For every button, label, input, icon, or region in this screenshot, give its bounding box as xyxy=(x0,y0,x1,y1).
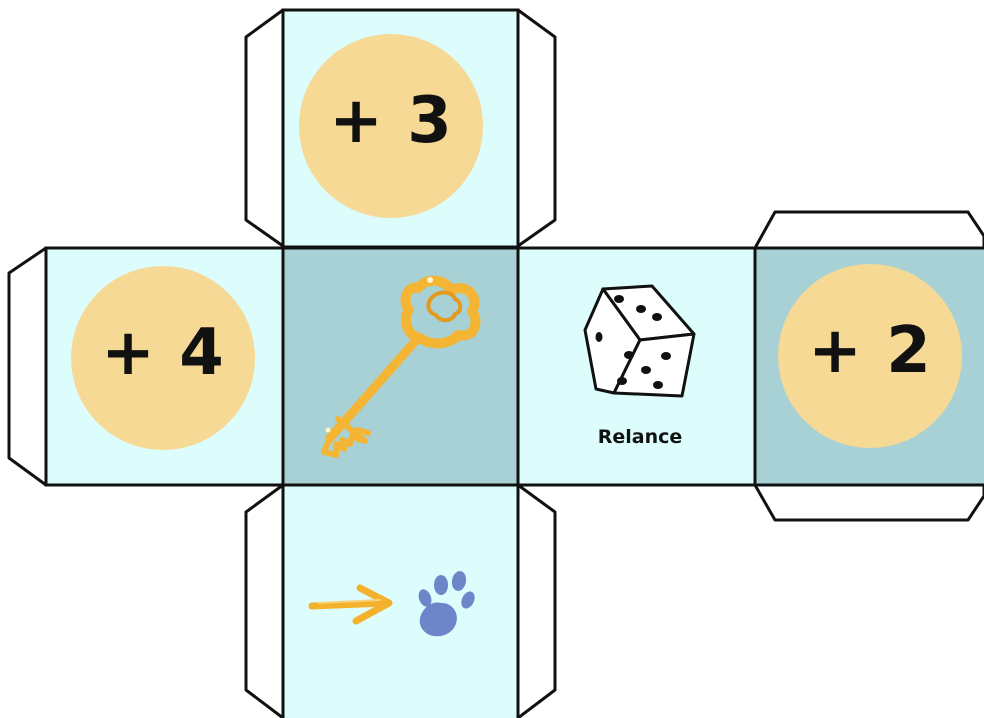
circle-top xyxy=(299,34,483,218)
face-far-right-label: + 2 xyxy=(808,314,932,388)
glue-tab-bottom-right xyxy=(516,483,557,718)
arrow-icon xyxy=(308,584,393,625)
face-bottom xyxy=(281,483,520,718)
glue-tab-far-right-top xyxy=(753,210,984,250)
face-top-label: + 3 xyxy=(329,84,453,158)
die-caption: Relance xyxy=(597,426,683,448)
glue-tab-left xyxy=(7,246,48,487)
circle-far-right xyxy=(778,264,962,448)
circle-left xyxy=(71,266,255,450)
paw-print-icon xyxy=(418,571,475,637)
die-icon xyxy=(583,284,696,398)
face-left-label: + 4 xyxy=(101,316,225,390)
die-front-face xyxy=(612,332,696,398)
glue-tab-bottom-left xyxy=(244,483,285,718)
glue-tab-top-right xyxy=(516,8,557,248)
glue-tab-top-left xyxy=(244,8,285,248)
number-circles xyxy=(71,34,962,450)
key-icon xyxy=(321,275,481,458)
face-center xyxy=(281,246,520,487)
glue-tab-far-right-bottom xyxy=(753,483,984,522)
